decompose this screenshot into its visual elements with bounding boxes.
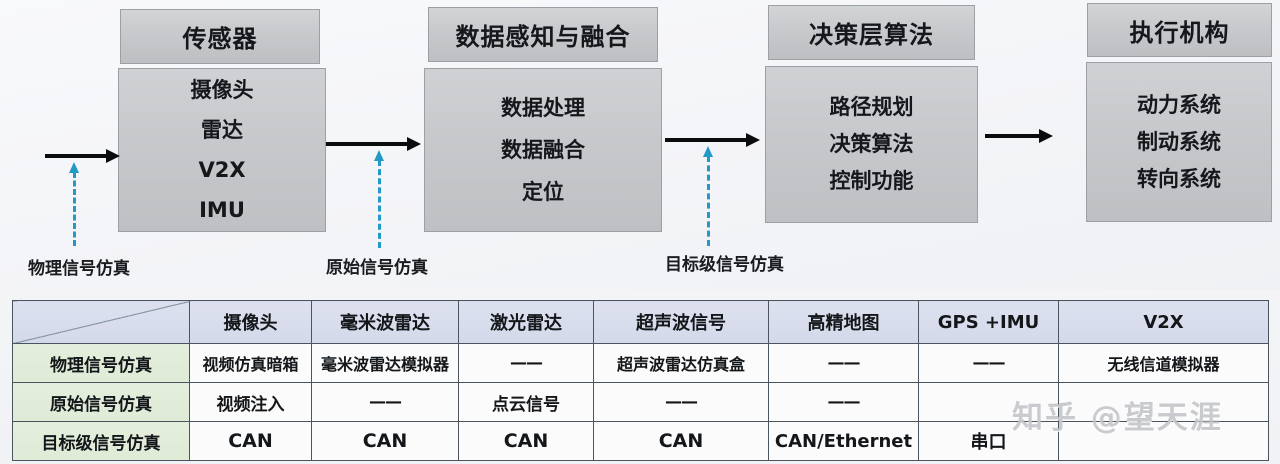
column-header-gps-imu: GPS +IMU (918, 300, 1059, 344)
cell-object-camera: CAN (189, 421, 312, 461)
node-title-decision-algorithms: 决策层算法 (768, 5, 975, 60)
simulation-matrix-table: 摄像头 毫米波雷达 激光雷达 超声波信号 高精地图 GPS +IMU V2X 物… (12, 300, 1269, 461)
arrow-shaft (326, 142, 408, 146)
node-item: 路径规划 (829, 95, 914, 119)
column-header-lidar: 激光雷达 (458, 300, 594, 344)
table-row: 目标级信号仿真 CAN CAN CAN CAN CAN/Ethernet 串口 (12, 421, 1269, 461)
node-item: 摄像头 (190, 77, 254, 102)
cell-raw-gpsimu (918, 382, 1059, 422)
injection-arrow-tip (703, 146, 713, 157)
cell-raw-camera: 视频注入 (189, 382, 312, 422)
node-item: 动力系统 (1137, 92, 1221, 117)
node-item: V2X (198, 157, 246, 182)
column-header-camera: 摄像头 (189, 300, 312, 344)
node-body-perception-fusion: 数据处理 数据融合 定位 (424, 68, 662, 232)
cell-raw-lidar: 点云信号 (458, 382, 594, 422)
injection-label-object: 目标级信号仿真 (665, 255, 784, 275)
arrow-head (106, 149, 120, 163)
node-item: 雷达 (201, 117, 243, 142)
cell-object-gpsimu: 串口 (918, 421, 1059, 461)
cell-raw-hdmap: —— (768, 382, 919, 422)
cell-object-lidar: CAN (458, 421, 594, 461)
row-header-raw: 原始信号仿真 (12, 382, 190, 422)
table-row: 物理信号仿真 视频仿真暗箱 毫米波雷达模拟器 —— 超声波雷达仿真盒 —— ——… (12, 343, 1269, 383)
cell-raw-mmwave: —— (311, 382, 459, 422)
node-item: 数据融合 (501, 137, 585, 162)
cell-physical-lidar: —— (458, 343, 594, 383)
cell-physical-gpsimu: —— (918, 343, 1059, 383)
node-body-sensor: 摄像头 雷达 V2X IMU (118, 68, 326, 232)
arrow-shaft (985, 134, 1040, 138)
cell-physical-camera: 视频仿真暗箱 (189, 343, 312, 383)
table-corner-cell (12, 300, 190, 344)
column-header-hd-map: 高精地图 (768, 300, 919, 344)
injection-arrow-stem (707, 156, 710, 246)
cell-physical-v2x: 无线信道模拟器 (1058, 343, 1269, 383)
arrow-head (1039, 129, 1053, 143)
node-body-decision-algorithms: 路径规划 决策算法 控制功能 (765, 66, 978, 223)
injection-label-physical: 物理信号仿真 (28, 259, 130, 279)
row-header-object: 目标级信号仿真 (12, 421, 190, 461)
node-body-actuators: 动力系统 制动系统 转向系统 (1086, 62, 1272, 222)
node-item: IMU (199, 197, 245, 222)
cell-object-v2x (1058, 421, 1269, 461)
cell-object-hdmap: CAN/Ethernet (768, 421, 919, 461)
node-item: 制动系统 (1137, 129, 1221, 154)
arrow-head (407, 137, 421, 151)
injection-arrow-stem (378, 160, 381, 248)
arrow-head (746, 133, 760, 147)
cell-physical-hdmap: —— (768, 343, 919, 383)
node-item: 转向系统 (1137, 166, 1221, 191)
cell-object-ultrasonic: CAN (593, 421, 769, 461)
node-item: 数据处理 (501, 95, 585, 120)
injection-label-raw: 原始信号仿真 (326, 258, 428, 278)
row-header-physical: 物理信号仿真 (12, 343, 190, 383)
cell-physical-ultrasonic: 超声波雷达仿真盒 (593, 343, 769, 383)
node-item: 定位 (522, 179, 564, 204)
table-header-row: 摄像头 毫米波雷达 激光雷达 超声波信号 高精地图 GPS +IMU V2X (12, 300, 1269, 344)
cell-raw-ultrasonic: —— (593, 382, 769, 422)
node-item: 控制功能 (829, 169, 914, 193)
table-row: 原始信号仿真 视频注入 —— 点云信号 —— —— (12, 382, 1269, 422)
column-header-mmwave-radar: 毫米波雷达 (311, 300, 459, 344)
injection-arrow-tip (374, 150, 384, 161)
cell-object-mmwave: CAN (311, 421, 459, 461)
node-title-sensor: 传感器 (120, 9, 320, 64)
flow-diagram: 传感器 摄像头 雷达 V2X IMU 数据感知与融合 数据处理 数据融合 定位 … (0, 0, 1280, 290)
column-header-v2x: V2X (1058, 300, 1269, 344)
column-header-ultrasonic: 超声波信号 (593, 300, 769, 344)
node-title-actuators: 执行机构 (1087, 3, 1272, 57)
injection-arrow-tip (69, 162, 79, 173)
node-item: 决策算法 (829, 132, 914, 156)
cell-physical-mmwave: 毫米波雷达模拟器 (311, 343, 459, 383)
cell-raw-v2x (1058, 382, 1269, 422)
injection-arrow-stem (73, 172, 76, 246)
node-title-perception-fusion: 数据感知与融合 (428, 7, 658, 62)
arrow-shaft (45, 154, 107, 158)
arrow-shaft (665, 138, 747, 142)
